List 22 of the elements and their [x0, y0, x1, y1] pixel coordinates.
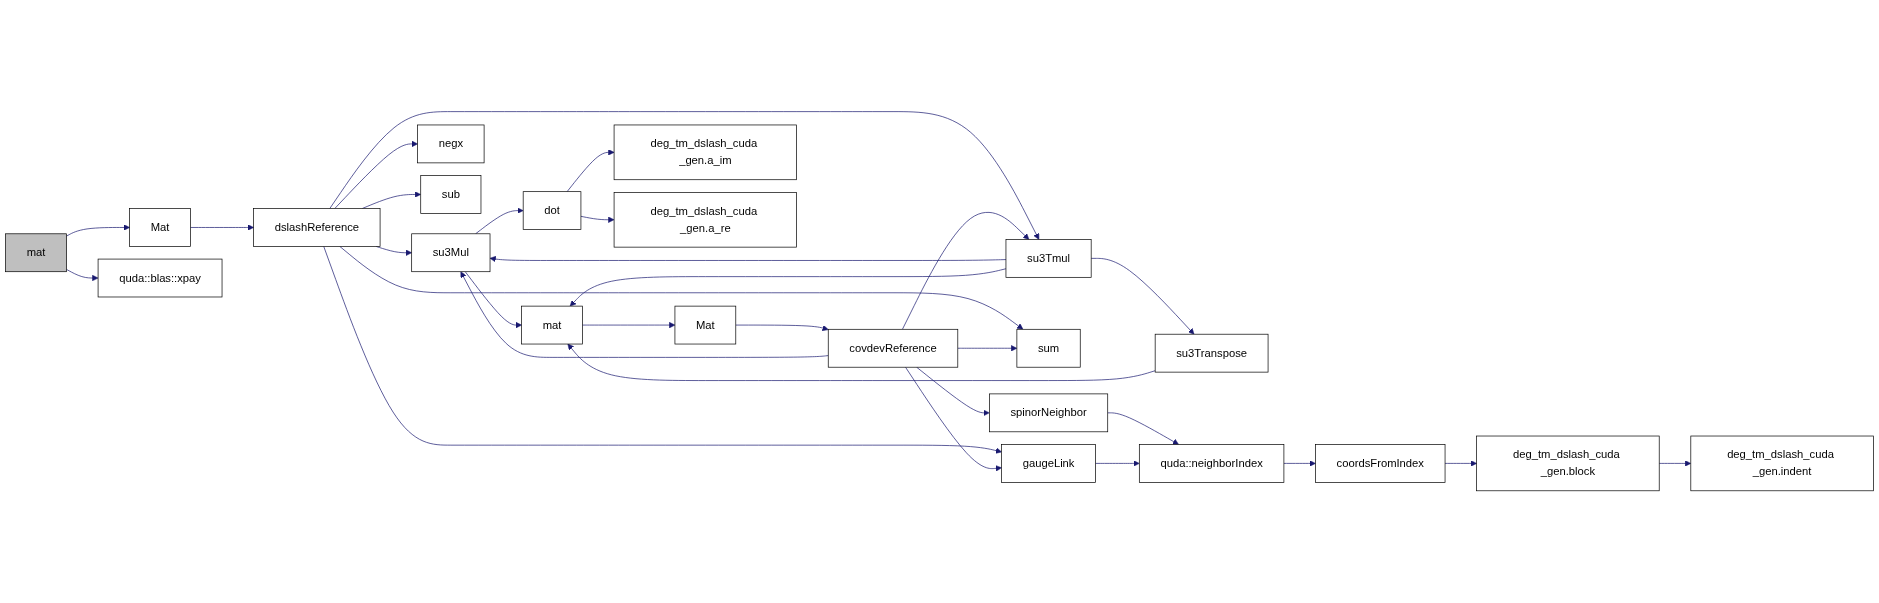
node-box: dslashReference: [253, 208, 381, 248]
node-box: gaugeLink: [1001, 444, 1096, 483]
node-box: quda::blas::xpay: [97, 259, 223, 298]
node-box: su3Mul: [411, 233, 491, 273]
node-box: negx: [417, 124, 485, 164]
node-box: deg_tm_dslash_cuda _gen.block: [1476, 435, 1660, 492]
node-box: coordsFromIndex: [1315, 444, 1446, 483]
node-box: su3Tmul: [1005, 239, 1092, 278]
node-box: covdevReference: [827, 329, 959, 368]
node-box: deg_tm_dslash_cuda _gen.a_re: [613, 192, 797, 248]
node-box: deg_tm_dslash_cuda _gen.a_im: [613, 124, 797, 181]
node-box: Mat: [674, 306, 737, 345]
node-box: Mat: [129, 208, 191, 248]
node-box: sub: [420, 175, 482, 215]
node-box: mat: [5, 233, 67, 273]
node-box: su3Transpose: [1154, 334, 1269, 373]
node-box: quda::neighborIndex: [1138, 444, 1285, 483]
node-box: dot: [522, 191, 582, 231]
node-box: mat: [521, 306, 583, 345]
node-box: deg_tm_dslash_cuda _gen.indent: [1690, 435, 1874, 492]
node-box: sum: [1016, 329, 1081, 368]
node-box: spinorNeighbor: [989, 393, 1109, 433]
